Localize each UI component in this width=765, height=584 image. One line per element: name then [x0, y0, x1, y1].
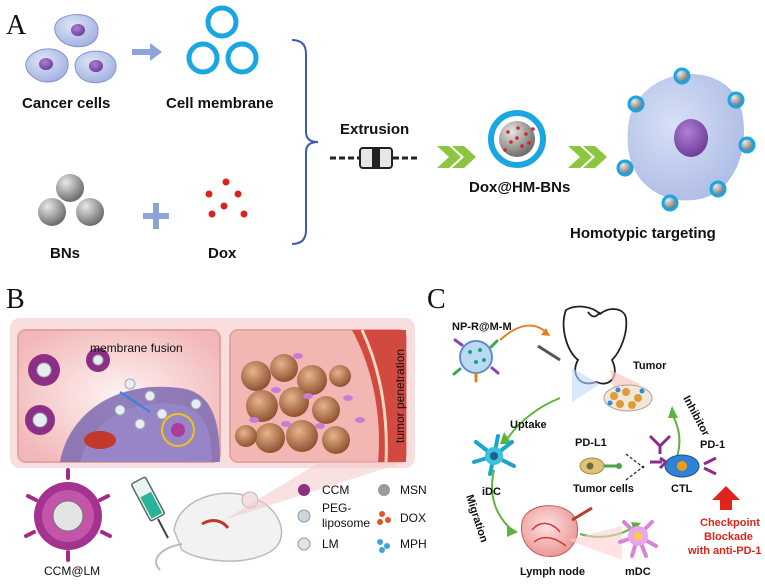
tumor-cell-icon — [579, 457, 622, 475]
np-label: NP-R@M-M — [452, 321, 512, 333]
mouse-icon — [155, 491, 283, 571]
legend-ccm: CCM — [322, 483, 349, 497]
bracket — [291, 39, 319, 245]
checkpoint-label-2: Blockade — [704, 531, 753, 543]
tumor-mass-icon — [603, 384, 653, 412]
ctl-icon — [650, 454, 717, 478]
plus-icon — [143, 203, 169, 229]
panel-c: C NP-R@M-M Tumor — [427, 284, 761, 578]
panel-a-letter: A — [6, 10, 27, 41]
migration-label: Migration — [463, 493, 490, 544]
tumor-label: Tumor — [633, 360, 667, 372]
idc-icon — [472, 434, 516, 476]
panel-a: A Cancer cells Cell membrane BNs — [6, 5, 756, 262]
uptake-label: Uptake — [510, 419, 547, 431]
legend-mph: MPH — [400, 537, 427, 551]
legend-peg-2: liposome — [322, 516, 370, 530]
membrane-fusion-label: membrane fusion — [90, 341, 183, 355]
checkpoint-label-3: with anti-PD-1 — [687, 545, 761, 557]
tumor-penetration-label: tumor penetration — [393, 349, 407, 443]
cell-membrane-label: Cell membrane — [166, 95, 274, 112]
ccm-lm-particle-icon — [24, 468, 112, 562]
bns-label: BNs — [50, 245, 80, 262]
syringe-icon — [131, 476, 169, 539]
pd1-label: PD-1 — [700, 439, 725, 451]
legend-msn: MSN — [400, 483, 427, 497]
homotypic-label: Homotypic targeting — [570, 225, 716, 242]
dox-dots-icon — [205, 178, 248, 218]
cell-membrane-icon — [186, 5, 259, 75]
small-syringe-icon — [537, 344, 561, 362]
lymph-node-icon — [520, 505, 593, 558]
legend-lm: LM — [322, 537, 339, 551]
mdc-label: mDC — [625, 566, 651, 578]
inhibitor-label: Inhibitor — [680, 394, 712, 439]
checkpoint-label-1: Checkpoint — [700, 517, 760, 529]
lymph-node-label: Lymph node — [520, 566, 585, 578]
idc-label: iDC — [482, 486, 501, 498]
anti-pd1-antibody-icon — [648, 434, 672, 454]
mouse-outline-icon — [562, 305, 628, 385]
legend-peg-1: PEG- — [322, 501, 351, 515]
cells-to-membrane-arrow — [132, 43, 162, 61]
extrusion-label: Extrusion — [340, 121, 409, 138]
pdl1-label: PD-L1 — [575, 437, 607, 449]
blocked-lines — [625, 453, 645, 481]
tumor-zoom-beam — [224, 462, 405, 520]
membrane-fusion-inset: membrane fusion — [17, 329, 221, 463]
cancer-cells-icon — [25, 14, 117, 84]
ccm-lm-label: CCM@LM — [44, 564, 100, 578]
chevron-arrow-1-icon — [437, 146, 476, 168]
np-r-m-m-icon — [452, 338, 500, 383]
tumor-cells-label: Tumor cells — [573, 483, 634, 495]
chevron-arrow-2-icon — [568, 146, 607, 168]
dox-label: Dox — [208, 245, 237, 262]
tumor-penetration-inset: tumor penetration — [229, 329, 407, 463]
legend-dox: DOX — [400, 511, 426, 525]
lymph-glow — [568, 526, 622, 560]
ctl-label: CTL — [671, 483, 693, 495]
extruder-icon — [330, 147, 418, 169]
nanoparticle-icon — [488, 110, 546, 168]
mouse-glow-left — [572, 368, 600, 402]
panel-b-letter: B — [6, 284, 25, 315]
panel-b: B membrane fusion — [6, 284, 427, 578]
bns-icon — [38, 174, 104, 226]
mdc-icon — [618, 520, 658, 558]
legend: CCM MSN PEG- liposome DOX LM MPH — [297, 483, 427, 553]
target-cancer-cell-icon — [616, 67, 756, 212]
panel-c-letter: C — [427, 284, 446, 315]
cancer-cells-label: Cancer cells — [22, 95, 110, 112]
checkpoint-arrow-icon — [712, 486, 740, 510]
nanoparticle-label: Dox@HM-BNs — [469, 179, 570, 196]
